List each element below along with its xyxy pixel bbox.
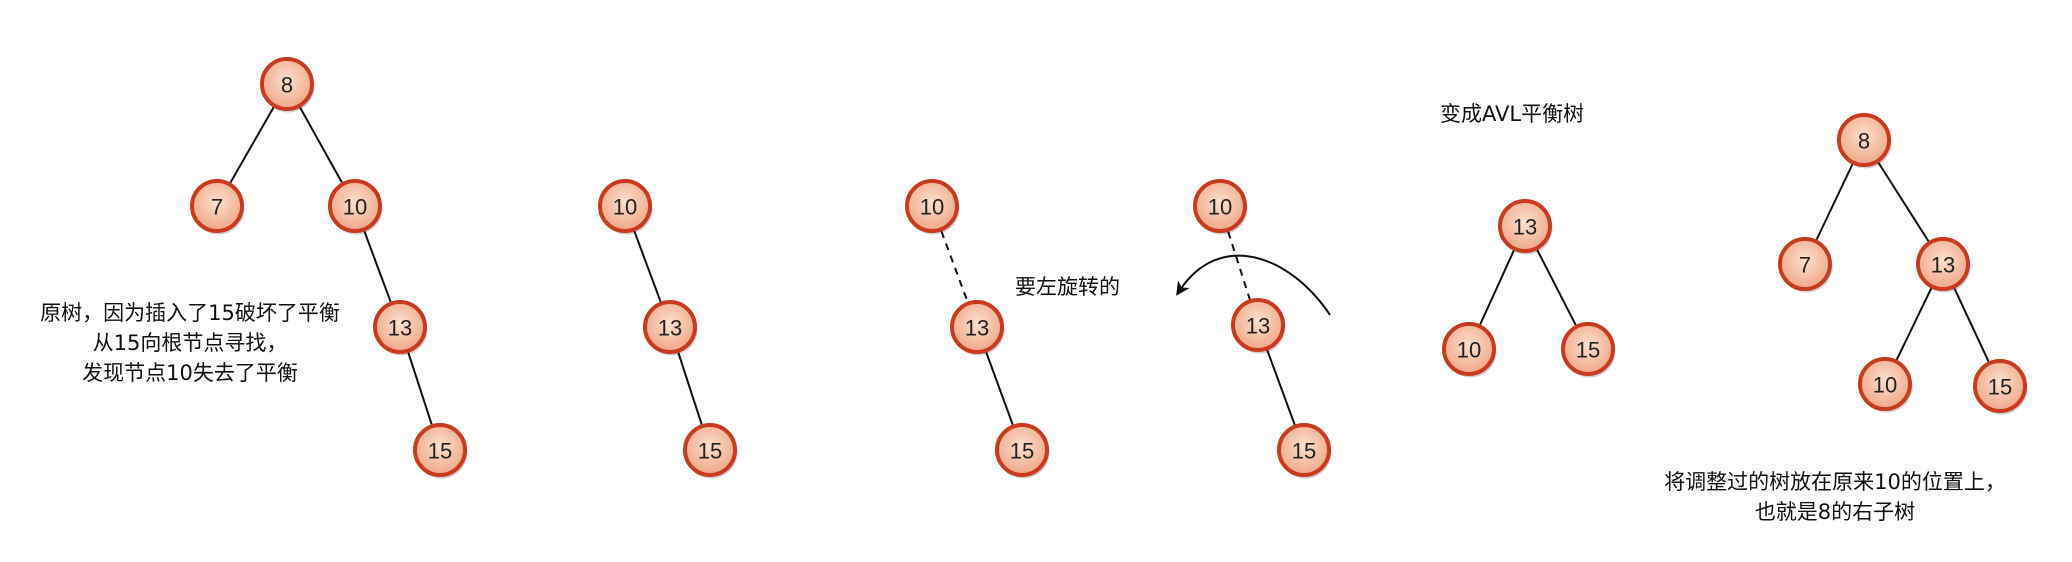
tree-node-d10: 10 xyxy=(1193,179,1248,235)
node-circle xyxy=(1442,322,1496,376)
tree-node-f7: 7 xyxy=(1778,237,1833,293)
tree-node-a8: 8 xyxy=(260,57,315,113)
become-avl-caption: 变成AVL平衡树 xyxy=(1440,102,1585,126)
node-label: 15 xyxy=(428,439,452,464)
tree-edge-d13-d15 xyxy=(1266,349,1296,426)
tree-node-d13: 13 xyxy=(1231,298,1286,354)
node-label: 10 xyxy=(1208,195,1232,220)
node-label: 13 xyxy=(1931,253,1955,278)
tree-node-e15: 15 xyxy=(1561,322,1616,378)
tree-edge-c13-c15 xyxy=(985,352,1014,425)
node-circle xyxy=(1778,237,1832,291)
node-circle xyxy=(598,179,652,233)
node-circle xyxy=(190,179,244,233)
tree-node-f15: 15 xyxy=(1973,359,2028,415)
node-circle xyxy=(643,300,697,354)
final-result-caption: 将调整过的树放在原来10的位置上， 也就是8的右子树 xyxy=(1640,467,2030,527)
tree-node-a10: 10 xyxy=(328,179,383,235)
node-label: 13 xyxy=(388,316,412,341)
caption-line: 从15向根节点寻找， xyxy=(92,331,288,355)
tree-edge-d10-d13 xyxy=(1227,231,1251,300)
tree-node-c10: 10 xyxy=(905,179,960,235)
tree-edge-b10-b13 xyxy=(633,230,662,303)
rotation-arrow xyxy=(1176,254,1331,316)
caption-line: 将调整过的树放在原来10的位置上， xyxy=(1664,470,2006,494)
tree-node-b15: 15 xyxy=(683,423,738,479)
node-circle xyxy=(1193,179,1247,233)
node-circle xyxy=(328,179,382,233)
tree-edge-f8-f7 xyxy=(1815,163,1854,241)
tree-node-a7: 7 xyxy=(190,179,245,235)
tree-edge-b13-b15 xyxy=(677,352,703,425)
node-label: 10 xyxy=(1873,373,1897,398)
node-circle xyxy=(1277,423,1331,477)
node-label: 7 xyxy=(1799,253,1811,278)
tree-node-b13: 13 xyxy=(643,300,698,356)
node-circle xyxy=(905,179,959,233)
node-label: 15 xyxy=(1010,439,1034,464)
tree-node-e10: 10 xyxy=(1442,322,1497,378)
node-circle xyxy=(1561,322,1615,376)
node-circle xyxy=(683,423,737,477)
tree-node-f8: 8 xyxy=(1837,113,1892,169)
node-label: 15 xyxy=(1292,439,1316,464)
tree-node-d15: 15 xyxy=(1277,423,1332,479)
tree-edge-a13-a15 xyxy=(407,352,433,425)
node-circle xyxy=(1973,359,2027,413)
node-label: 7 xyxy=(211,195,223,220)
tree-edge-f13-f10 xyxy=(1895,287,1933,361)
tree-edge-a8-a10 xyxy=(299,107,343,183)
node-circle xyxy=(1858,357,1912,411)
node-circle xyxy=(373,300,427,354)
node-circle xyxy=(413,423,467,477)
rotate-left-caption: 要左旋转的 xyxy=(1015,275,1120,299)
caption-line: 发现节点10失去了平衡 xyxy=(82,361,298,385)
tree-node-e13: 13 xyxy=(1498,199,1553,255)
tree-node-a15: 15 xyxy=(413,423,468,479)
node-circle xyxy=(260,57,314,111)
tree-edge-a8-a7 xyxy=(229,106,275,184)
node-circle xyxy=(950,300,1004,354)
node-circle xyxy=(1498,199,1552,253)
tree-node-f13: 13 xyxy=(1916,237,1971,293)
node-label: 15 xyxy=(698,439,722,464)
tree-node-a13: 13 xyxy=(373,300,428,356)
tree-edge-e13-e10 xyxy=(1479,250,1515,325)
node-label: 13 xyxy=(965,316,989,341)
tree-node-b10: 10 xyxy=(598,179,653,235)
caption-line: 原树，因为插入了15破坏了平衡 xyxy=(40,301,340,325)
node-label: 8 xyxy=(281,73,293,98)
caption-line: 也就是8的右子树 xyxy=(1754,500,1916,524)
node-label: 13 xyxy=(1246,314,1270,339)
node-label: 10 xyxy=(1457,338,1481,363)
tree-edge-e13-e15 xyxy=(1536,249,1577,326)
tree-node-c13: 13 xyxy=(950,300,1005,356)
node-circle xyxy=(1916,237,1970,291)
tree-node-c15: 15 xyxy=(995,423,1050,479)
node-label: 13 xyxy=(1513,215,1537,240)
node-label: 8 xyxy=(1858,129,1870,154)
node-label: 10 xyxy=(613,195,637,220)
node-label: 15 xyxy=(1988,375,2012,400)
node-label: 10 xyxy=(343,195,367,220)
node-circle xyxy=(1837,113,1891,167)
node-label: 13 xyxy=(658,316,682,341)
node-label: 15 xyxy=(1576,338,1600,363)
node-circle xyxy=(1231,298,1285,352)
node-label: 10 xyxy=(920,195,944,220)
tree-edge-f13-f15 xyxy=(1953,288,1990,362)
tree-edge-a10-a13 xyxy=(363,230,392,303)
original-tree-caption: 原树，因为插入了15破坏了平衡 从15向根节点寻找， 发现节点10失去了平衡 xyxy=(20,298,360,388)
node-circle xyxy=(995,423,1049,477)
tree-edge-c10-c13 xyxy=(940,230,969,303)
tree-node-f10: 10 xyxy=(1858,357,1913,413)
tree-edge-f8-f13 xyxy=(1877,162,1930,242)
